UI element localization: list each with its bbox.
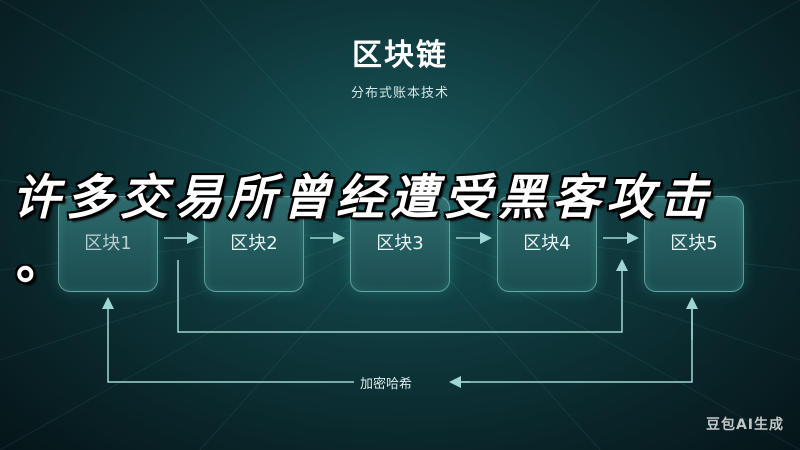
block-3: 区块3 bbox=[350, 196, 450, 292]
diagram-title: 区块链 bbox=[352, 38, 448, 73]
link-block5-block1 bbox=[452, 298, 693, 383]
hash-label: 加密哈希 bbox=[360, 377, 413, 392]
diagram-subtitle: 分布式账本技术 bbox=[350, 86, 449, 101]
link-hash-block1 bbox=[102, 297, 354, 383]
block-4: 区块4 bbox=[497, 196, 597, 292]
block-label: 区块2 bbox=[230, 233, 278, 254]
block-1: 区块1 bbox=[58, 196, 158, 292]
block-label: 区块1 bbox=[84, 233, 132, 254]
link-block2-block4 bbox=[177, 259, 628, 333]
caption-overlay-line2: 。 bbox=[16, 234, 65, 290]
block-label: 区块3 bbox=[376, 233, 424, 254]
block-label: 区块5 bbox=[670, 233, 718, 254]
caption-overlay-line1: 许多交易所曾经遭受黑客攻击 bbox=[12, 170, 715, 226]
block-5: 区块5 bbox=[644, 196, 744, 292]
block-label: 区块4 bbox=[523, 233, 571, 254]
ai-watermark: 豆包AI生成 bbox=[705, 417, 784, 433]
block-2: 区块2 bbox=[204, 196, 304, 292]
